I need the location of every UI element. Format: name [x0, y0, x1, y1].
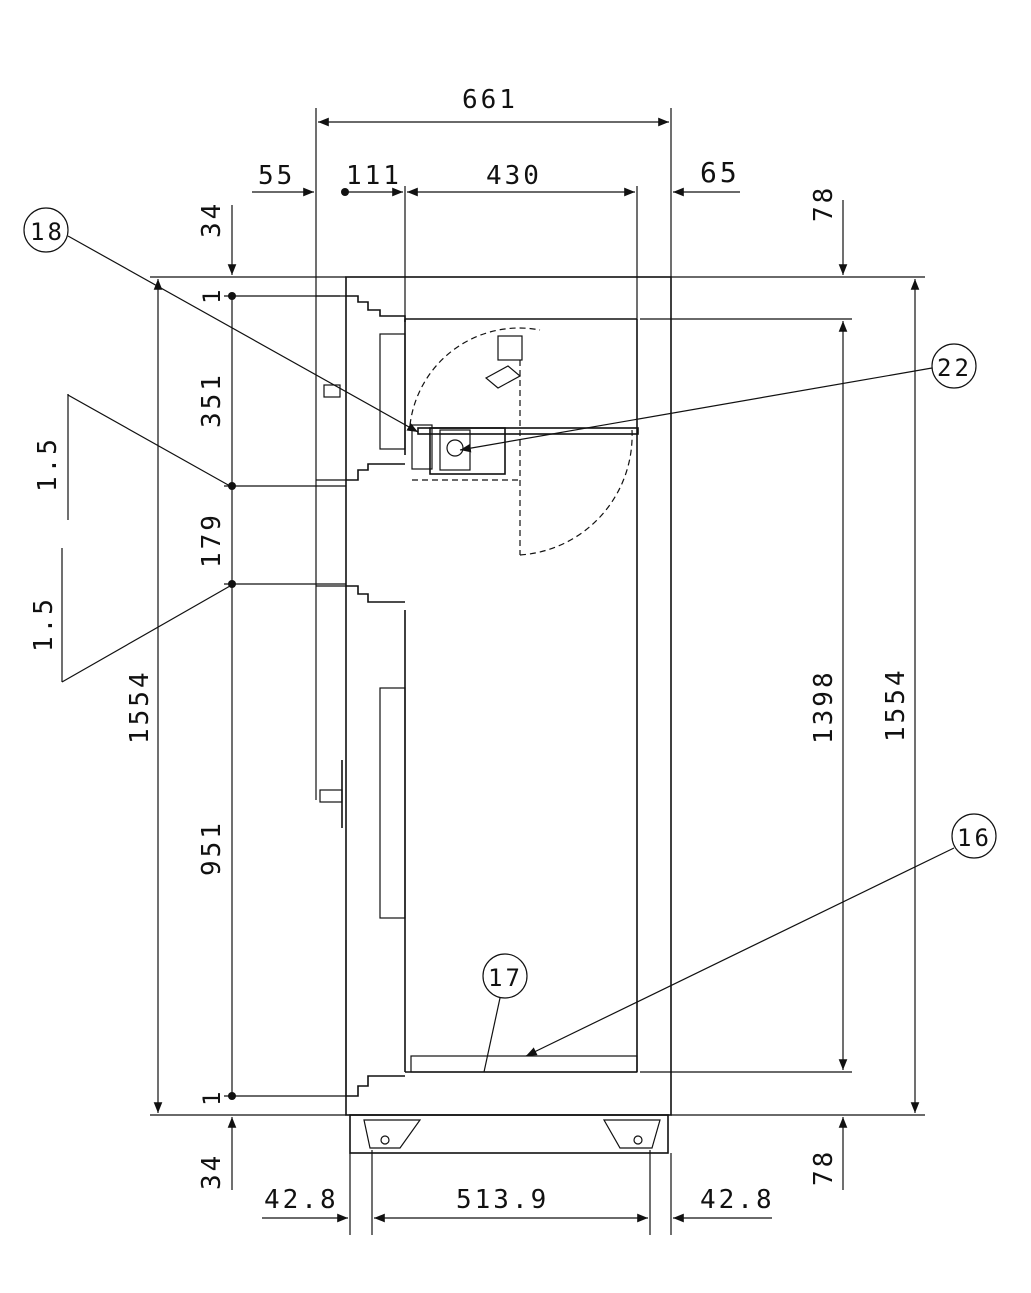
- callout-17-label: 17: [488, 964, 523, 992]
- left-dimension-lines: [61, 205, 346, 1190]
- callout-18-label: 18: [30, 218, 65, 246]
- dim-left-total: 1554: [125, 669, 155, 744]
- callout-22: [459, 343, 977, 453]
- callout-18: [23, 207, 419, 433]
- dim-top-total: 661: [462, 85, 518, 115]
- dim-top-mid: 111: [346, 161, 402, 191]
- dim-right-top-margin: 78: [809, 185, 839, 222]
- dim-left-top-margin: 34: [197, 201, 227, 238]
- base-feet: [349, 1114, 672, 1235]
- dim-left-lower: 951: [197, 820, 227, 876]
- dim-top-main: 430: [486, 161, 542, 191]
- dim-slope-upper: 1.5: [33, 436, 63, 492]
- dim-left-gap: 179: [197, 512, 227, 568]
- dim-right-bottom-margin: 78: [809, 1149, 839, 1186]
- callout-22-label: 22: [937, 354, 972, 382]
- dim-slope-lower: 1.5: [29, 596, 59, 652]
- callout-16-label: 16: [957, 824, 992, 852]
- door-profile: [315, 295, 406, 1097]
- dim-right-total: 1554: [881, 667, 911, 742]
- dim-top-left-offset: 55: [258, 161, 295, 191]
- dim-top-right-offset: 65: [700, 156, 740, 189]
- mechanism-assembly: [409, 327, 639, 556]
- dim-left-upper: 351: [197, 372, 227, 428]
- dim-bottom-right: 42.8: [700, 1185, 775, 1215]
- dim-right-inner: 1398: [809, 669, 839, 744]
- callout-16: [525, 813, 997, 1057]
- dim-left-one-bottom: 1: [198, 1089, 226, 1106]
- top-dimension-lines: [252, 108, 740, 319]
- dim-left-bottom-margin: 34: [197, 1153, 227, 1190]
- right-dimension-lines: [838, 200, 920, 1190]
- dim-left-one-top: 1: [198, 287, 226, 304]
- dim-bottom-main: 513.9: [456, 1185, 549, 1215]
- dim-bottom-left: 42.8: [264, 1185, 339, 1215]
- callout-17: [482, 953, 528, 1073]
